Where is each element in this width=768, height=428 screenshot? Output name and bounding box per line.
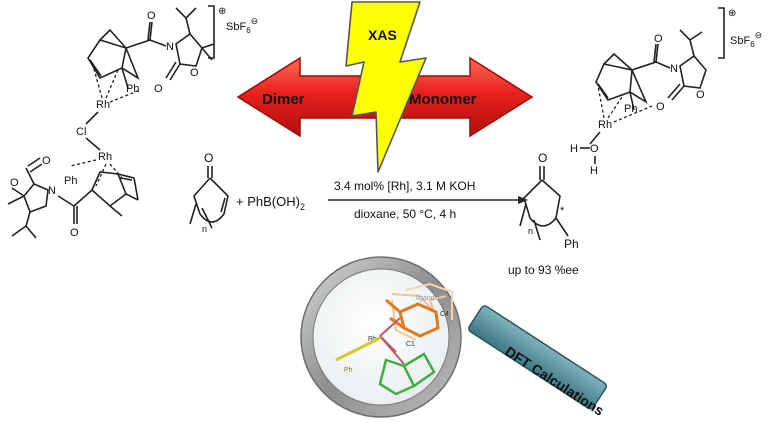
product-n: n <box>528 226 533 236</box>
right-water-o: O <box>590 143 599 155</box>
arrow-label-monomer: Monomer <box>409 91 477 108</box>
right-ring-o: O <box>696 89 705 101</box>
ligand-label: ligand 1 <box>416 295 441 302</box>
conditions-top: 3.4 mol% [Rh], 3.1 M KOH <box>334 179 475 193</box>
product-ph: Ph <box>564 237 579 251</box>
substrate-o: O <box>204 151 213 165</box>
left-rh-top: Rh <box>96 99 110 111</box>
left-top-oxo-o: O <box>154 83 163 95</box>
reagent-boronic-acid: + PhB(OH)2 <box>236 194 305 212</box>
left-top-carbonyl-o: O <box>147 10 156 22</box>
ph-dft-label: Ph <box>344 367 353 374</box>
c1-label: C1 <box>406 341 415 348</box>
right-rh: Rh <box>598 119 612 131</box>
substrate-n: n <box>202 224 207 234</box>
xas-label: XAS <box>368 27 397 43</box>
left-ph-bottom: Ph <box>64 175 77 187</box>
right-carbonyl-o: O <box>654 33 663 45</box>
right-water-h1: H <box>570 143 578 155</box>
rh-dft-label: Rh <box>368 336 377 343</box>
dft-structure-render: ligand 1 C4 C1 Rh Ph <box>335 282 453 396</box>
left-ph-top: Ph <box>126 83 139 95</box>
right-water-h2: H <box>590 165 598 177</box>
product-o: O <box>538 151 547 165</box>
magnifying-glass-icon: DFT Calculations ligand 1 C4 C1 Rh Ph <box>300 256 607 419</box>
conditions-bottom: dioxane, 50 °C, 4 h <box>354 207 456 221</box>
c4-label: C4 <box>440 311 449 318</box>
xas-lightning-bolt: XAS <box>345 1 427 173</box>
left-counterion: SbF6⊖ <box>226 16 258 35</box>
left-top-ring-o: O <box>190 67 199 79</box>
left-cl-bridge: Cl <box>76 126 86 138</box>
product-stereo-star: * <box>560 205 565 217</box>
monomer-complex-structure: ⊕ SbF6⊖ O N O O Rh Ph H O H <box>570 7 762 177</box>
left-rh-bottom: Rh <box>98 151 112 163</box>
arrow-label-dimer: Dimer <box>262 91 305 108</box>
reaction-scheme: O n + PhB(OH)2 3.4 mol% [Rh], 3.1 M KOH … <box>189 151 579 277</box>
right-n: N <box>670 63 678 75</box>
right-counterion: SbF6⊖ <box>730 30 762 49</box>
left-top-n: N <box>166 41 174 53</box>
right-oxo-o: O <box>656 101 665 113</box>
left-bottom-carbonyl-o: O <box>70 227 79 239</box>
left-charge-plus: ⊕ <box>218 6 226 17</box>
ee-text: up to 93 %ee <box>508 263 579 277</box>
right-charge-plus: ⊕ <box>728 8 736 19</box>
right-ph: Ph <box>624 103 637 115</box>
left-bottom-ring-o: O <box>10 177 19 189</box>
dimer-complex-structure: ⊕ SbF6⊖ O N O O Rh Ph Cl R <box>7 5 258 239</box>
left-bottom-n: N <box>48 185 56 197</box>
left-bottom-oxo-o: O <box>42 155 51 167</box>
